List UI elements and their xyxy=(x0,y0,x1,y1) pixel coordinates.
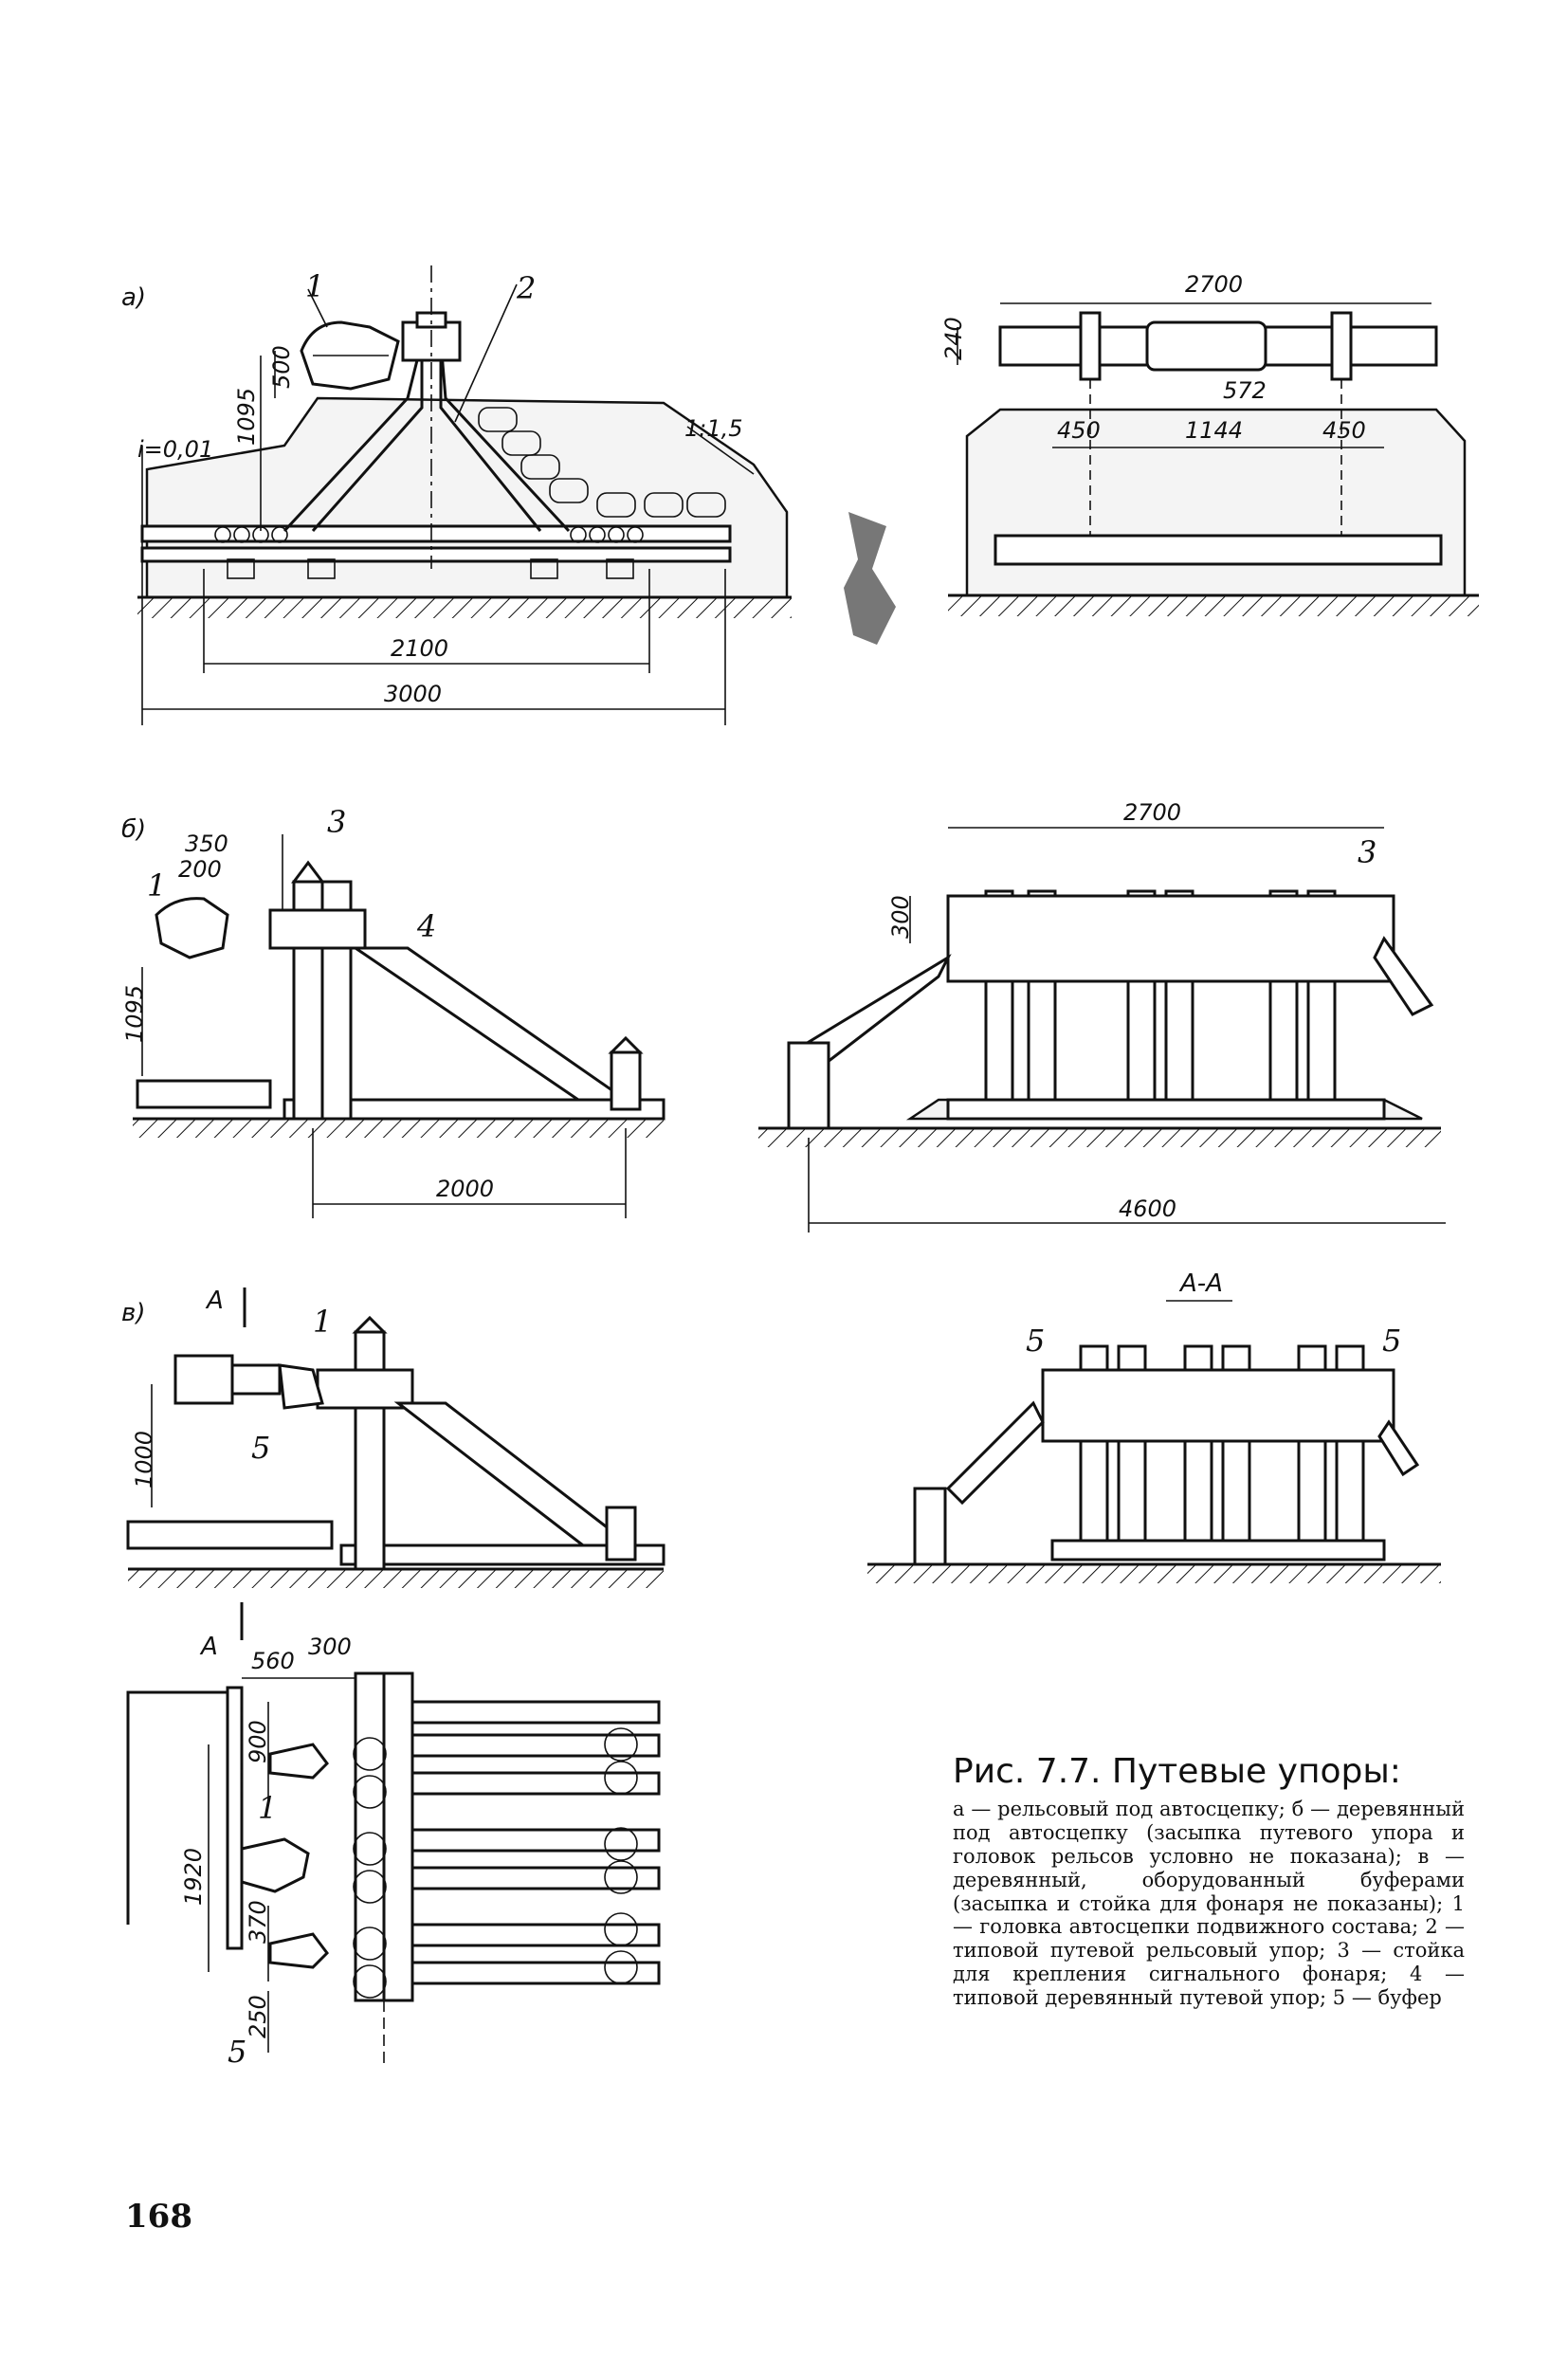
dim-a-1144: 1144 xyxy=(1185,417,1243,444)
panel-b-front-view: 2700 300 4600 3 xyxy=(758,799,1446,1233)
dim-v-250: 250 xyxy=(245,1995,271,2038)
dim-a-450-left: 450 xyxy=(1057,417,1101,444)
dim-b-350: 350 xyxy=(185,831,228,857)
panel-v-side-view: в) А 1000 1 5 xyxy=(121,1287,665,1588)
part-2-a: 2 xyxy=(516,270,536,306)
part-5-section-right: 5 xyxy=(1382,1323,1401,1359)
panel-v-label: в) xyxy=(121,1299,145,1327)
slope-b-label: 1:1,5 xyxy=(684,415,743,442)
section-label: А-А xyxy=(1178,1269,1223,1298)
dim-a-2100: 2100 xyxy=(391,635,448,662)
dim-a-572: 572 xyxy=(1223,377,1267,404)
slope-a-label: i=0,01 xyxy=(137,436,213,463)
dim-a-450-right: 450 xyxy=(1322,417,1366,444)
dim-v-560: 560 xyxy=(251,1648,295,1674)
section-marker-top: А xyxy=(205,1287,224,1315)
dim-a-240: 240 xyxy=(940,317,967,360)
dim-v-370: 370 xyxy=(245,1900,271,1944)
part-4-b: 4 xyxy=(416,908,436,944)
part-1-plan: 1 xyxy=(258,1790,277,1826)
part-5-v: 5 xyxy=(251,1430,270,1466)
part-5-plan: 5 xyxy=(228,2034,246,2070)
dim-b-2700: 2700 xyxy=(1123,799,1181,826)
section-a-a-view: А-А 5 5 xyxy=(867,1269,1441,1583)
dim-b-4600: 4600 xyxy=(1119,1196,1176,1222)
dim-a-2700: 2700 xyxy=(1185,271,1243,298)
part-3-b: 3 xyxy=(327,804,346,840)
caption-title: Рис. 7.7. Путевые упоры: xyxy=(953,1752,1401,1791)
panel-a-side-view: а) xyxy=(121,265,792,725)
section-marker-bottom: А xyxy=(199,1633,218,1661)
dim-b-300: 300 xyxy=(887,895,914,939)
caption-text: а — рельсовый под автосцепку; б — деревя… xyxy=(953,1798,1465,2009)
panel-v-plan-view: А 560 300 xyxy=(126,1602,661,2070)
dim-v-1000: 1000 xyxy=(131,1431,157,1488)
dim-v-300: 300 xyxy=(308,1634,352,1660)
dim-a-1095: 1095 xyxy=(233,388,260,446)
dim-b-200: 200 xyxy=(178,856,222,883)
panel-b-label: б) xyxy=(121,815,146,844)
dim-b-1095: 1095 xyxy=(121,985,148,1043)
dim-a-3000: 3000 xyxy=(384,681,442,707)
part-1-v: 1 xyxy=(313,1304,332,1340)
part-3-b-front: 3 xyxy=(1358,834,1377,870)
scan-blot xyxy=(844,512,896,645)
dim-v-900: 900 xyxy=(245,1720,271,1763)
part-1-b: 1 xyxy=(147,867,166,904)
panel-a-label: а) xyxy=(121,283,146,312)
dim-a-500: 500 xyxy=(268,345,295,389)
page-number: 168 xyxy=(125,2198,192,2236)
panel-a-front-view: 2700 240 572 450 1144 450 xyxy=(940,271,1479,616)
panel-b-side-view: б) 350 200 1095 2000 1 3 4 xyxy=(121,804,665,1218)
part-5-section-left: 5 xyxy=(1026,1323,1045,1359)
dim-b-2000: 2000 xyxy=(436,1176,494,1202)
figure-caption: Рис. 7.7. Путевые упоры: а — рельсовый п… xyxy=(953,1752,1465,2009)
part-1-a: 1 xyxy=(305,268,324,304)
dim-v-1920: 1920 xyxy=(180,1848,207,1906)
